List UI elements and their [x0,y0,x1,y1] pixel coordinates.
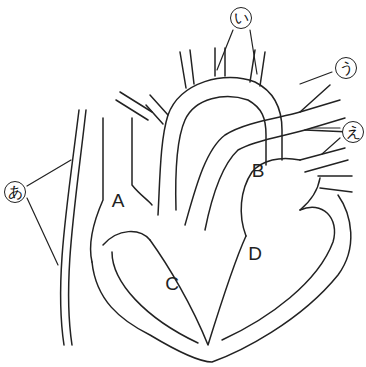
callout-circle: あ [4,181,26,203]
callout-circle: う [335,57,357,79]
callout-kana: う [339,61,354,76]
callout-kana: え [346,125,361,140]
chamber-letter: D [248,244,262,263]
callout-circle: え [342,121,364,143]
chamber-letter: A [112,191,125,210]
chamber-letter: B [252,161,265,180]
callout-kana: あ [8,185,23,200]
chamber-letter: C [165,274,179,293]
callout-circle: い [230,7,252,29]
callout-kana: い [234,11,249,26]
